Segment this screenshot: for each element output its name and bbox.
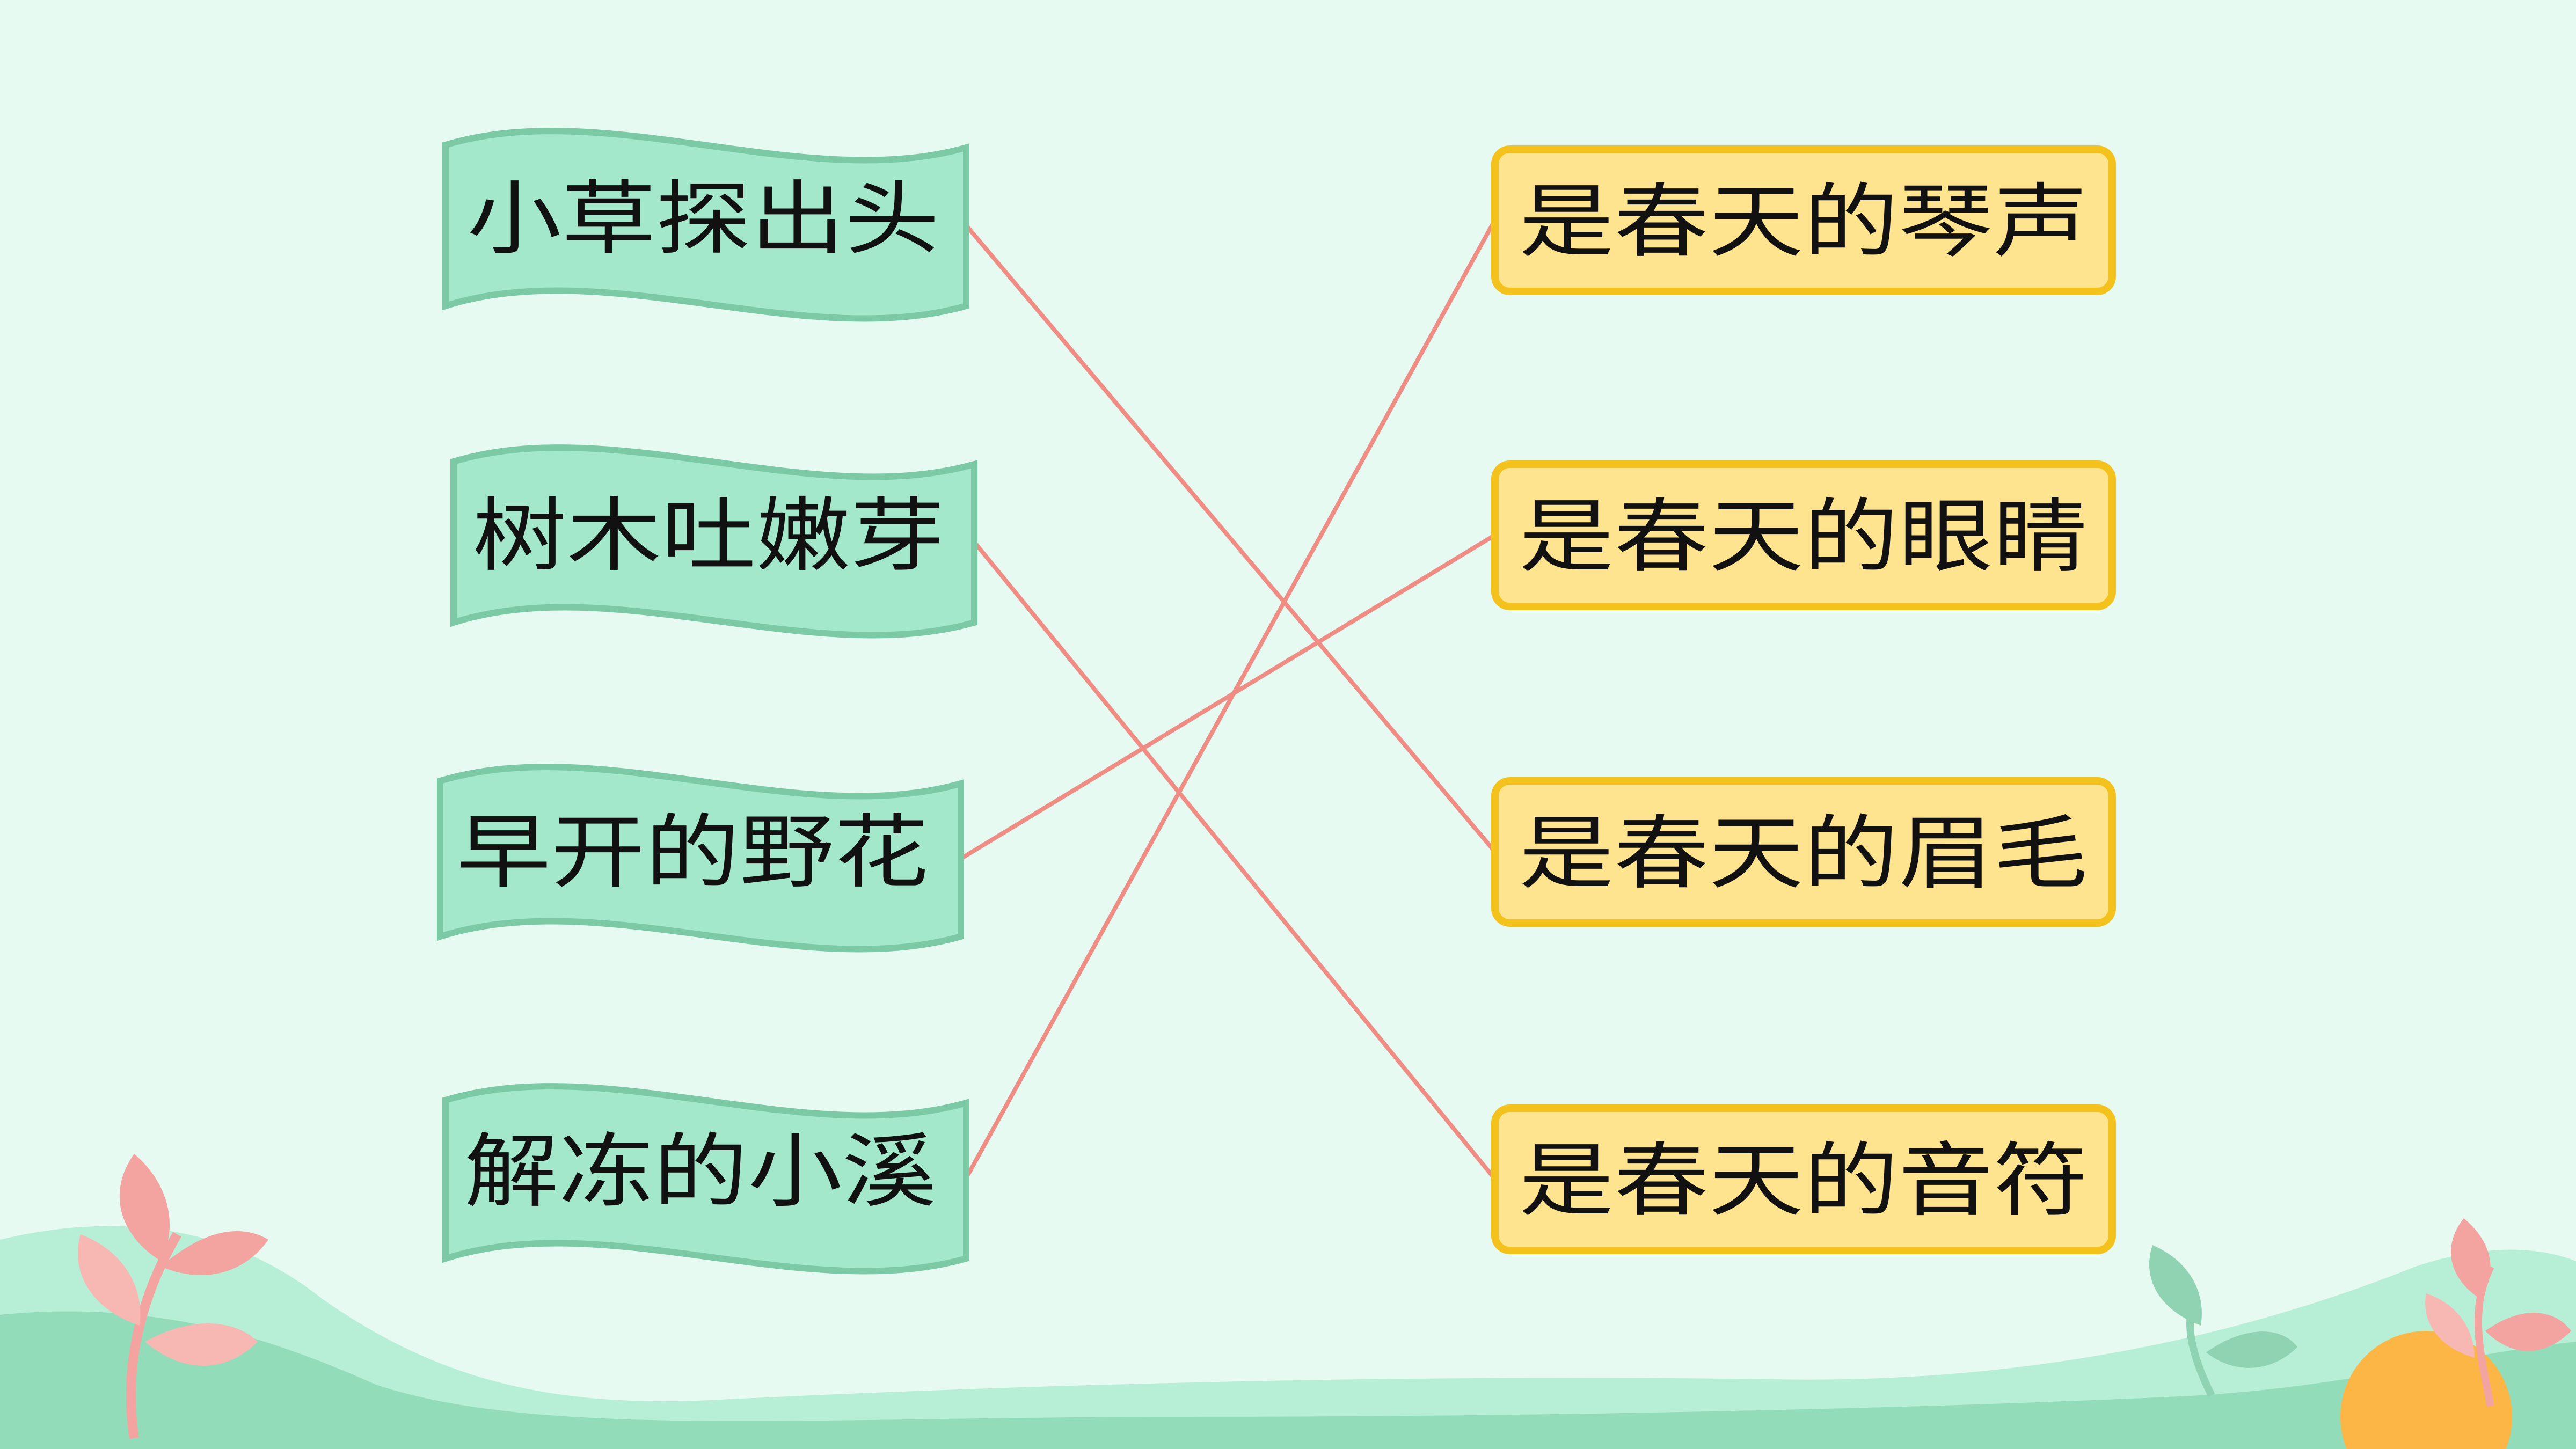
left-item-label: 树木吐嫩芽 bbox=[472, 489, 945, 583]
left-item-label: 解冻的小溪 bbox=[464, 1125, 937, 1219]
right-item-label: 是春天的音符 bbox=[1519, 1135, 2088, 1228]
grass-hill-icon bbox=[0, 1311, 2576, 1449]
connector-line bbox=[972, 540, 1497, 1181]
left-item[interactable]: 解冻的小溪 bbox=[442, 1083, 969, 1275]
right-item[interactable]: 是春天的眉毛 bbox=[1491, 777, 2116, 927]
orange-fruit-icon bbox=[2340, 1331, 2512, 1449]
connector-line bbox=[959, 533, 1497, 861]
answer-box bbox=[1491, 777, 2116, 927]
banner-shape bbox=[442, 1083, 969, 1275]
answer-box bbox=[1491, 1104, 2116, 1254]
connector-lines bbox=[959, 219, 1497, 1181]
banner-shape bbox=[437, 764, 964, 953]
answer-box bbox=[1491, 145, 2116, 295]
left-item[interactable]: 小草探出头 bbox=[442, 128, 969, 322]
left-item-label: 小草探出头 bbox=[467, 173, 939, 266]
banner-shape bbox=[450, 444, 977, 639]
left-item[interactable]: 早开的野花 bbox=[437, 764, 964, 953]
bottom-decoration bbox=[0, 1154, 2576, 1449]
right-item-label: 是春天的琴声 bbox=[1519, 175, 2088, 269]
right-item-label: 是春天的眼睛 bbox=[1519, 491, 2088, 584]
leaf-branch-icon bbox=[2149, 1218, 2571, 1407]
right-item[interactable]: 是春天的眼睛 bbox=[1491, 460, 2116, 610]
right-item[interactable]: 是春天的琴声 bbox=[1491, 145, 2116, 295]
right-item[interactable]: 是春天的音符 bbox=[1491, 1104, 2116, 1254]
leaf-branch-icon bbox=[77, 1154, 268, 1439]
connector-line bbox=[964, 224, 1497, 853]
right-item-label: 是春天的眉毛 bbox=[1519, 807, 2088, 901]
connector-line bbox=[964, 219, 1497, 1179]
left-item[interactable]: 树木吐嫩芽 bbox=[450, 444, 977, 639]
grass-hill-icon bbox=[0, 1226, 2576, 1449]
banner-shape bbox=[442, 128, 969, 322]
left-item-label: 早开的野花 bbox=[456, 806, 929, 899]
answer-box bbox=[1491, 460, 2116, 610]
